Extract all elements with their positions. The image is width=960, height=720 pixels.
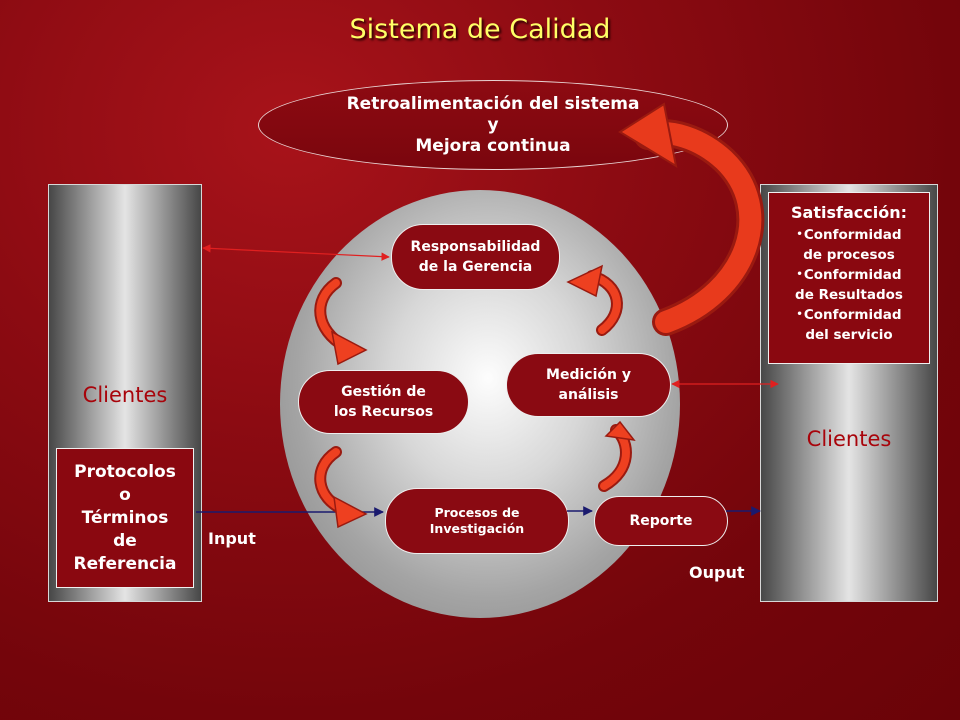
output-label: Ouput bbox=[689, 563, 745, 582]
resource-management-node: Gestión de los Recursos bbox=[298, 370, 469, 434]
clients-label-left: Clientes bbox=[82, 383, 168, 407]
feedback-line-2: y bbox=[487, 114, 499, 135]
node-label-line: Gestión de bbox=[341, 384, 426, 400]
protocols-line-3: Términos bbox=[81, 507, 169, 528]
cycle-arrow-icon bbox=[598, 420, 636, 492]
satisfaction-item-line: del servicio bbox=[805, 327, 893, 343]
cycle-arrow-icon bbox=[566, 264, 623, 336]
satisfaction-item-line: Conformidad bbox=[803, 267, 902, 283]
feedback-line-3: Mejora continua bbox=[415, 135, 571, 156]
node-label-line: Responsabilidad bbox=[410, 239, 541, 255]
protocols-line-5: Referencia bbox=[73, 553, 177, 574]
node-label-line: de la Gerencia bbox=[418, 259, 533, 275]
node-label-line: los Recursos bbox=[333, 404, 434, 420]
responsibility-client-link bbox=[202, 244, 390, 261]
feedback-arrow-icon bbox=[618, 102, 765, 336]
satisfaction-item-line: de Resultados bbox=[795, 287, 903, 303]
cycle-arrow-icon bbox=[314, 277, 368, 366]
satisfaction-title: Satisfacción: bbox=[791, 203, 907, 222]
node-label-line: Reporte bbox=[629, 513, 693, 529]
satisfaction-item-line: Conformidad bbox=[803, 227, 902, 243]
bullet-icon: • bbox=[796, 269, 803, 280]
node-label-line: Medición y bbox=[546, 367, 631, 383]
satisfaction-item-line: Conformidad bbox=[803, 307, 902, 323]
node-label-line: Procesos de bbox=[434, 505, 520, 520]
clients-label-right: Clientes bbox=[806, 427, 892, 451]
research-processes-node: Procesos de Investigación bbox=[385, 488, 569, 554]
feedback-line-1: Retroalimentación del sistema bbox=[346, 93, 640, 114]
slide-title: Sistema de Calidad bbox=[349, 14, 611, 45]
node-label-line: análisis bbox=[558, 387, 619, 403]
protocols-line-2: o bbox=[119, 484, 131, 505]
measurement-analysis-node: Medición y análisis bbox=[506, 353, 671, 417]
protocols-line-4: de bbox=[113, 530, 137, 551]
management-responsibility-node: Responsabilidad de la Gerencia bbox=[391, 224, 560, 290]
satisfaction-item-line: de procesos bbox=[803, 247, 895, 263]
protocols-box: Protocolos o Términos de Referencia bbox=[56, 448, 194, 588]
satisfaction-item-results: •Conformidad de Resultados bbox=[769, 265, 929, 305]
cycle-arrow-icon bbox=[314, 446, 368, 529]
protocols-line-1: Protocolos bbox=[74, 461, 176, 482]
satisfaction-item-service: •Conformidad del servicio bbox=[769, 305, 929, 345]
input-label: Input bbox=[208, 529, 256, 548]
bullet-icon: • bbox=[796, 309, 803, 320]
satisfaction-box: Satisfacción: •Conformidad de procesos •… bbox=[768, 192, 930, 364]
satisfaction-item-processes: •Conformidad de procesos bbox=[769, 225, 929, 265]
node-label-line: Investigación bbox=[429, 521, 525, 536]
bullet-icon: • bbox=[796, 229, 803, 240]
report-node: Reporte bbox=[594, 496, 728, 546]
